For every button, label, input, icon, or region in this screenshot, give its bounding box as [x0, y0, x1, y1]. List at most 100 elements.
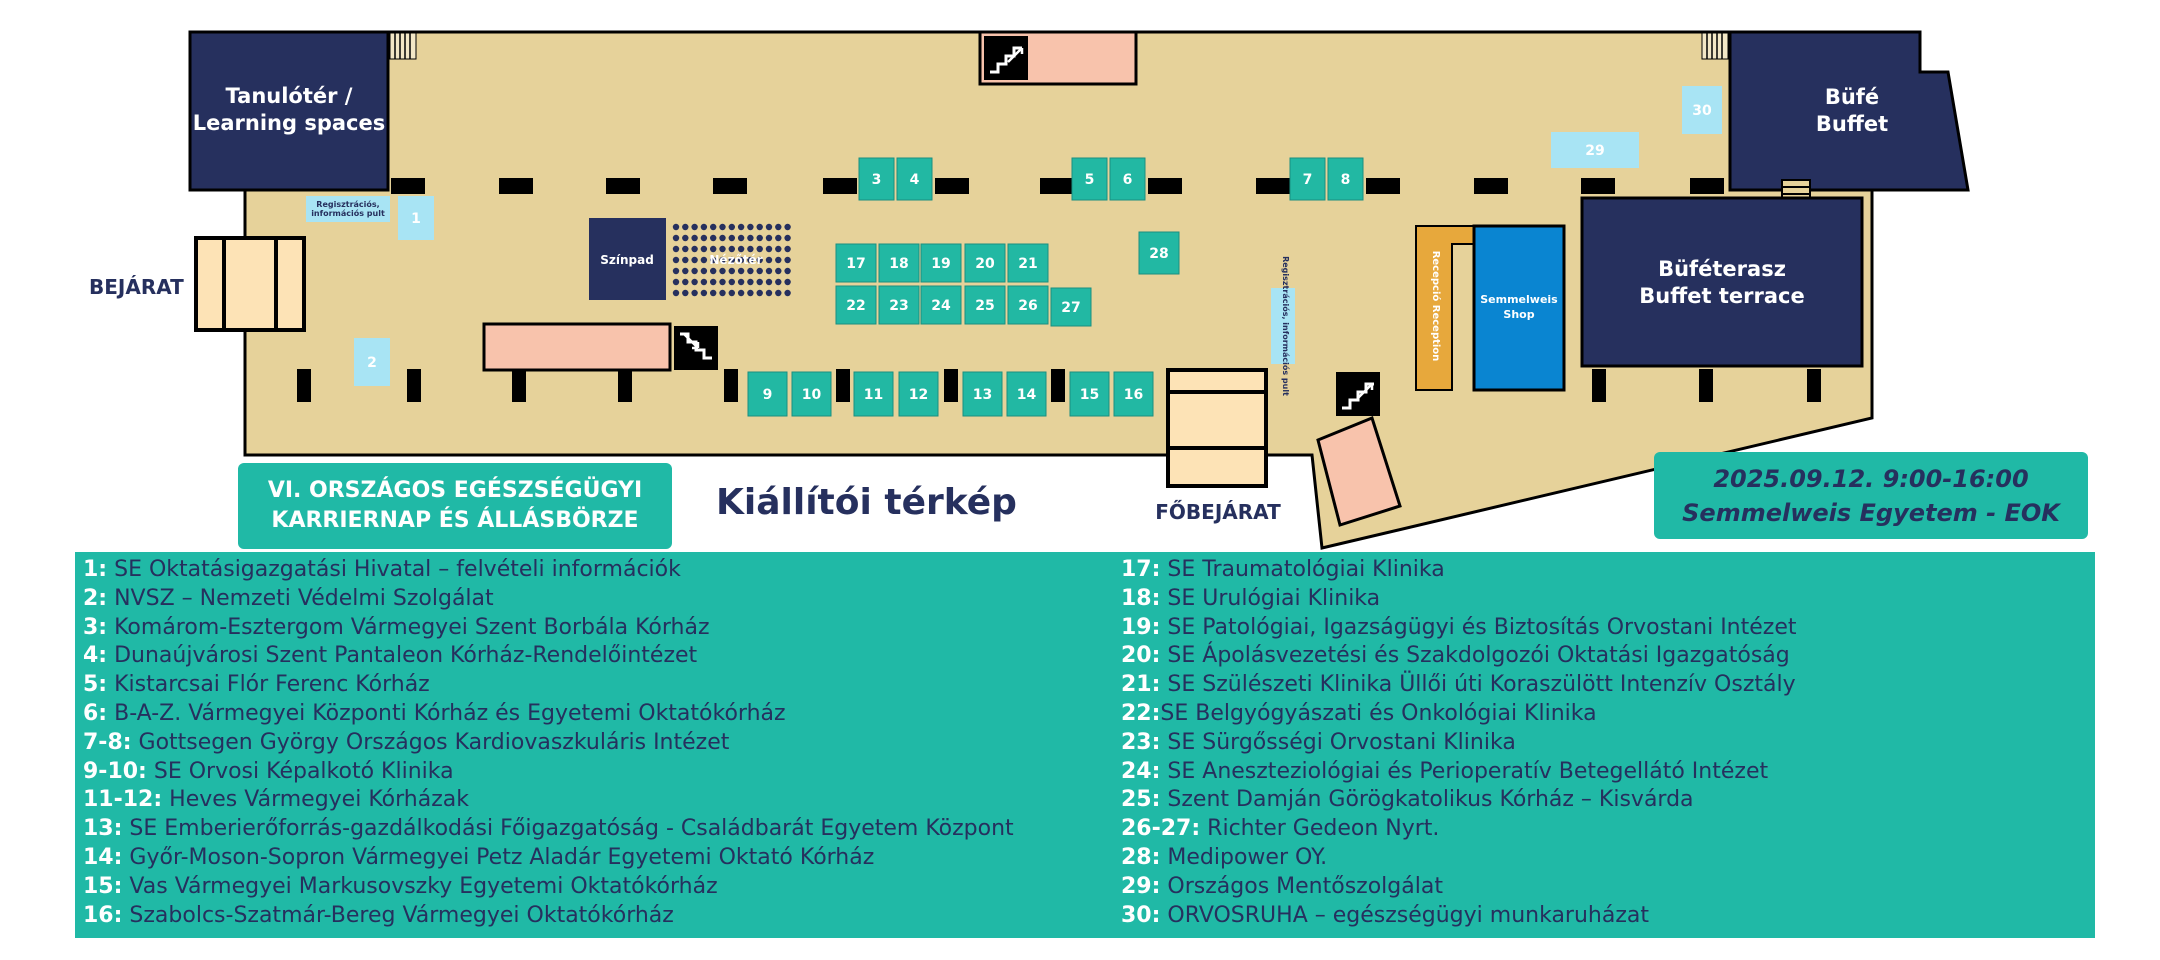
map-title: Kiállítói térkép	[716, 482, 1017, 523]
booth-18: 18	[878, 243, 920, 283]
seat-dot	[784, 289, 791, 297]
seat-dot	[728, 256, 735, 264]
seat-dot	[775, 223, 782, 231]
legend-item-number: 30:	[1121, 902, 1161, 928]
legend-item-text: Richter Gedeon Nyrt.	[1200, 816, 1440, 842]
legend-item: 1: SE Oktatásigazgatási Hivatal – felvét…	[83, 556, 1113, 585]
legend-item-text: SE Patológiai, Igazságügyi és Biztosítás…	[1160, 614, 1797, 640]
seat-dot	[700, 289, 708, 297]
seat-dot	[765, 234, 773, 242]
seat-dot	[672, 223, 680, 231]
seat-dot	[728, 245, 735, 253]
stairs-up-icon-bottom	[1336, 372, 1380, 416]
booth-number: 19	[931, 256, 950, 272]
legend-item: 23: SE Sürgősségi Orvostani Klinika	[1121, 729, 2091, 758]
legend-column-left: 1: SE Oktatásigazgatási Hivatal – felvét…	[83, 556, 1113, 930]
seat-dot	[672, 234, 680, 242]
seat-dot	[691, 278, 698, 286]
booth-number: 20	[975, 256, 995, 272]
booth-number: 1	[411, 211, 421, 227]
booth-box	[878, 285, 920, 325]
booth-box	[1289, 157, 1326, 201]
seat-dot	[737, 267, 745, 275]
booth-10: 10	[791, 371, 832, 417]
legend-item-number: 6:	[83, 700, 108, 726]
legend-item-number: 4:	[83, 643, 108, 669]
booth-number: 24	[931, 298, 951, 314]
seat-dot	[765, 267, 773, 275]
seat-dot	[747, 234, 754, 242]
booth-26: 26	[1007, 285, 1049, 325]
buffet-label-2: Buffet	[1816, 112, 1888, 136]
seat-dot	[775, 289, 782, 297]
booth-box	[853, 371, 894, 417]
booth-28: 28	[1138, 231, 1180, 275]
legend-item-text: SE Orvosi Képalkotó Klinika	[146, 758, 454, 784]
seat-dot	[710, 278, 717, 286]
booth-20: 20	[964, 243, 1006, 283]
stairs-down-icon	[674, 326, 718, 370]
buffet-label-1: Büfé	[1825, 85, 1879, 109]
vent-grille-left	[389, 32, 417, 60]
legend-item-text: Heves Vármegyei Kórházak	[162, 787, 469, 813]
booth-24: 24	[920, 285, 962, 325]
booth-8: 8	[1327, 157, 1364, 201]
legend-item: 3: Komárom-Esztergom Vármegyei Szent Bor…	[83, 614, 1113, 643]
legend-item-text: Gottsegen György Országos Kardiovaszkulá…	[131, 729, 730, 755]
event-badge: VI. ORSZÁGOS EGÉSZSÉGÜGYI KARRIERNAP ÉS …	[238, 463, 672, 549]
booth-number: 6	[1123, 172, 1133, 188]
seat-dot	[700, 223, 708, 231]
legend-item: 18: SE Urulógiai Klinika	[1121, 585, 2091, 614]
stage-label: Színpad	[600, 253, 654, 267]
seat-dot	[719, 256, 726, 264]
seat-dot	[682, 278, 689, 286]
booth-box	[354, 338, 390, 386]
learning-space-label-1: Tanulótér /	[226, 84, 353, 108]
legend-item-text: Medipower OY.	[1160, 844, 1328, 870]
booth-number: 7	[1303, 172, 1313, 188]
learning-space-label-2: Learning spaces	[193, 111, 386, 135]
seat-dot	[728, 278, 735, 286]
booth-number: 5	[1085, 172, 1095, 188]
seat-dot	[784, 256, 791, 264]
legend-item: 17: SE Traumatológiai Klinika	[1121, 556, 2091, 585]
seat-dot	[756, 267, 763, 275]
seat-dot	[672, 245, 680, 253]
floor-map: Tanulótér / Learning spaces Büfé Buffet …	[89, 30, 1970, 550]
legend-item: 7-8: Gottsegen György Országos Kardiovas…	[83, 729, 1113, 758]
info-desk-label: Regisztrációs, információs pult	[1281, 256, 1291, 396]
legend-item-number: 17:	[1121, 557, 1161, 582]
seat-dot	[775, 278, 782, 286]
legend-item-text: Komárom-Esztergom Vármegyei Szent Borbál…	[107, 614, 710, 640]
booth-29: 29	[1551, 132, 1639, 168]
main-entrance-label: FŐBEJÁRAT	[1155, 500, 1281, 524]
seat-dot	[691, 256, 698, 264]
seat-dot	[700, 245, 708, 253]
legend-item-text: SE Oktatásigazgatási Hivatal – felvételi…	[107, 557, 681, 582]
seat-dot	[756, 245, 763, 253]
legend-item-number: 13:	[83, 816, 123, 842]
legend-item: 28: Medipower OY.	[1121, 844, 2091, 873]
registration-desk	[306, 196, 390, 222]
semmelweis-shop	[1472, 224, 1566, 392]
legend-item-number: 2:	[83, 585, 108, 611]
booth-box	[1551, 132, 1639, 168]
legend-item: 14: Győr-Moson-Sopron Vármegyei Petz Ala…	[83, 844, 1113, 873]
event-name-line2: KARRIERNAP ÉS ÁLLÁSBÖRZE	[271, 508, 639, 533]
booth-number: 11	[864, 387, 883, 403]
booth-number: 14	[1017, 387, 1037, 403]
booth-5: 5	[1071, 157, 1108, 201]
seat-dot	[728, 289, 735, 297]
buffet	[1728, 30, 1970, 192]
seat-dot	[672, 278, 680, 286]
booth-number: 12	[909, 387, 928, 403]
seat-dot	[756, 278, 763, 286]
legend-item: 21: SE Szülészeti Klinika Üllői úti Kora…	[1121, 671, 2091, 700]
seat-dot	[728, 267, 735, 275]
seat-dot	[719, 245, 726, 253]
seat-dot	[765, 289, 773, 297]
legend-item: 24: SE Aneszteziológiai és Perioperatív …	[1121, 758, 2091, 787]
legend-item-number: 14:	[83, 844, 123, 870]
booth-number: 9	[763, 387, 773, 403]
